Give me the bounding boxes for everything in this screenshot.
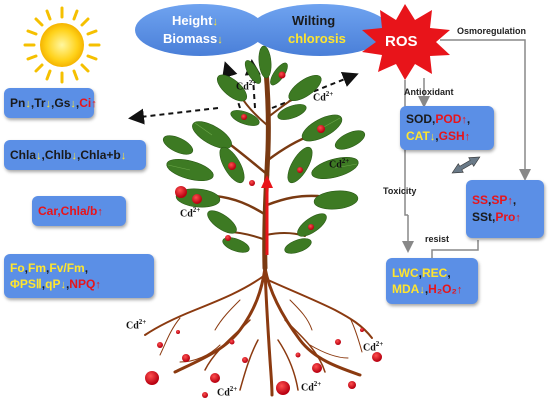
chlb-label: Chlb bbox=[44, 147, 72, 162]
npq-up-arrow: ↑ bbox=[95, 278, 101, 291]
rec-label: REC bbox=[422, 265, 448, 280]
gsh-label: GSH bbox=[438, 129, 465, 143]
chlab-label: Chla+b bbox=[80, 147, 121, 162]
cadmium-dots-shoot bbox=[175, 71, 325, 241]
cat-label: CAT bbox=[406, 129, 430, 143]
height-down-arrow: ↓ bbox=[212, 16, 218, 28]
fluorescence-box: Fo,Fm,Fv/Fm, ΦPSⅡ,qP↓,NPQ↑ bbox=[4, 254, 154, 298]
cd-label-soil-right: Cd2+ bbox=[363, 340, 384, 354]
ros-label: ROS bbox=[385, 33, 418, 50]
fo-label: Fo bbox=[10, 260, 25, 275]
carotenoid-box: Car,Chla/b↑ bbox=[32, 196, 126, 226]
water-status-box: LWC,REC, MDA↓,H₂O₂↑ bbox=[386, 258, 478, 304]
leaf-veins bbox=[167, 117, 358, 171]
phipsii-label: ΦPSⅡ bbox=[10, 276, 42, 291]
pro-up-arrow: ↑ bbox=[515, 212, 521, 224]
ci-label: Ci bbox=[79, 95, 92, 110]
ci-up-arrow: ↑ bbox=[91, 97, 97, 110]
pro-label: Pro bbox=[495, 210, 516, 224]
growth-ellipse-text: Height↓ bbox=[172, 13, 218, 28]
chlab-down-arrow: ↓ bbox=[120, 149, 127, 162]
cd-label-leaf-right: Cd2+ bbox=[329, 157, 350, 171]
h2o2-label: H₂O₂ bbox=[428, 281, 457, 296]
uptake-arrow bbox=[261, 175, 273, 255]
ros-star bbox=[362, 4, 450, 80]
ss-label: SS bbox=[472, 193, 489, 207]
car-up-arrow: ↑ bbox=[97, 205, 103, 218]
mda-down-arrow: ↓ bbox=[419, 283, 425, 296]
sp-label: SP bbox=[491, 193, 508, 207]
chlorophyll-box: Chla↓,Chlb↓,Chla+b↓ bbox=[4, 140, 146, 170]
wilting-label: Wilting bbox=[292, 13, 336, 28]
qp-down-arrow: ↓ bbox=[60, 278, 66, 291]
antioxidant-label: Antioxidant bbox=[404, 87, 454, 97]
pod-up-arrow: ↑ bbox=[461, 114, 467, 126]
interaction-arrow bbox=[451, 156, 481, 174]
cd-label-leaf-left: Cd2+ bbox=[180, 206, 201, 220]
biomass-row: Biomass↓ bbox=[163, 31, 223, 46]
cd-label-shoot-top: Cd2+ bbox=[236, 79, 257, 93]
resist-label: resist bbox=[425, 234, 450, 244]
photosynthesis-box: Pn↓,Tr↓,Gs↓,Ci↑ bbox=[4, 88, 97, 118]
pn-down-arrow: ↓ bbox=[25, 97, 31, 110]
pn-label: Pn bbox=[10, 95, 26, 110]
cat-down-arrow: ↓ bbox=[429, 131, 436, 143]
plant-roots bbox=[144, 266, 373, 397]
wilting-row: Wilting bbox=[292, 13, 335, 28]
car-chla-b-label: Car,Chla/b bbox=[38, 203, 98, 218]
symptom-ellipse bbox=[250, 4, 390, 56]
sod-label: SOD bbox=[406, 112, 433, 126]
toxicity-label: Toxicity bbox=[383, 186, 417, 196]
gs-label: Gs bbox=[54, 95, 71, 110]
growth-ellipse bbox=[135, 4, 265, 56]
cd-label-soil-left: Cd2+ bbox=[126, 318, 147, 332]
sun-icon bbox=[23, 6, 101, 84]
osmoregulation-label: Osmoregulation bbox=[457, 26, 527, 36]
lwc-label: LWC bbox=[392, 265, 419, 280]
cadmium-dots-soil bbox=[145, 328, 382, 398]
osmolytes-box: SS,SP↑, SSt,Pro↑ bbox=[466, 180, 544, 238]
mda-label: MDA bbox=[392, 281, 420, 296]
height-label: Height bbox=[172, 13, 213, 28]
qp-label: qP bbox=[45, 276, 61, 291]
npq-label: NPQ bbox=[69, 276, 96, 291]
gsh-up-arrow: ↑ bbox=[464, 131, 471, 143]
chlorosis-label: chlorosis bbox=[288, 31, 346, 46]
biomass-label: Biomass bbox=[163, 31, 218, 46]
cd-label-soil-bottom-right: Cd2+ bbox=[301, 380, 322, 394]
fvfm-label: Fv/Fm bbox=[49, 260, 85, 275]
tr-label: Tr bbox=[34, 95, 46, 110]
chla-label: Chla bbox=[10, 147, 37, 162]
chlorosis-row: chlorosis bbox=[288, 31, 346, 46]
sst-label: SSt bbox=[472, 210, 493, 224]
chlb-down-arrow: ↓ bbox=[71, 149, 78, 162]
cd-label-soil-bottom-left: Cd2+ bbox=[217, 385, 238, 399]
pod-label: POD bbox=[435, 112, 462, 126]
gs-down-arrow: ↓ bbox=[70, 97, 76, 110]
fm-label: Fm bbox=[28, 260, 47, 275]
biomass-down-arrow: ↓ bbox=[217, 34, 223, 46]
chla-down-arrow: ↓ bbox=[36, 149, 42, 162]
tr-down-arrow: ↓ bbox=[45, 97, 52, 110]
cd-label-shoot-right: Cd2+ bbox=[313, 90, 334, 104]
sp-up-arrow: ↑ bbox=[507, 195, 513, 207]
antioxidant-enzymes-box: SOD,POD↑, CAT↓,GSH↑ bbox=[400, 106, 494, 150]
h2o2-up-arrow: ↑ bbox=[456, 283, 463, 296]
